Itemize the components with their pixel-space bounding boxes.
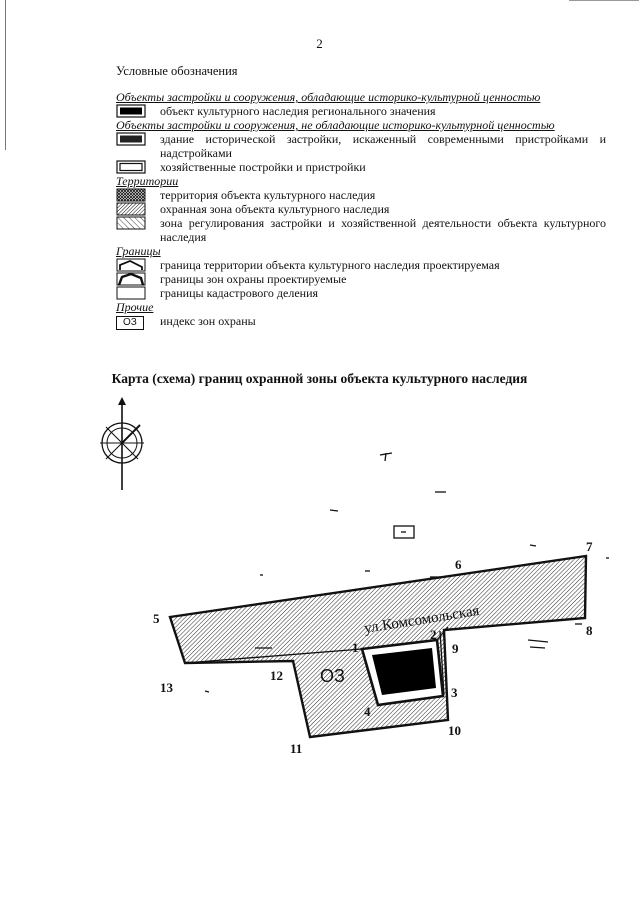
compass-rose-icon xyxy=(100,397,144,490)
point-label-9: 9 xyxy=(452,641,459,656)
point-label-7: 7 xyxy=(586,539,593,554)
dense-hatch-symbol xyxy=(116,202,146,216)
legend-text-regional-object: объект культурного наследия региональног… xyxy=(160,104,436,118)
legend-row-cadastral: границы кадастрового деления xyxy=(116,286,606,300)
point-label-12: 12 xyxy=(270,668,283,683)
legend-row-zone-index: ОЗ индекс зон охраны xyxy=(116,314,606,330)
legend-section-territories: Территории xyxy=(116,174,179,188)
point-label-3: 3 xyxy=(451,685,458,700)
sparse-hatch-symbol xyxy=(116,216,146,230)
territory-border-symbol xyxy=(116,258,146,272)
legend-title: Условные обозначения xyxy=(116,64,238,78)
zone-border-symbol xyxy=(116,272,146,286)
point-label-8: 8 xyxy=(586,623,593,638)
legend-row-regulation-zone: зона регулирования застройки и хозяйстве… xyxy=(116,216,606,244)
legend-text-protection-zone: охранная зона объекта культурного наслед… xyxy=(160,202,390,216)
map-area: ул.Комсомольская ОЗ 1 2 3 4 5 6 7 8 9 10… xyxy=(0,395,639,775)
legend-text-zone-index: индекс зон охраны xyxy=(160,314,256,328)
legend-text-cadastral: границы кадастрового деления xyxy=(160,286,319,300)
point-label-10: 10 xyxy=(448,723,461,738)
point-label-2: 2 xyxy=(430,627,437,642)
corner-scan-line xyxy=(569,0,639,1)
legend-row-protection-zone: охранная зона объекта культурного наслед… xyxy=(116,202,606,216)
map-canvas: ул.Комсомольская ОЗ 1 2 3 4 5 6 7 8 9 10… xyxy=(100,397,609,756)
legend-row-zone-borders: границы зон охраны проектируемые xyxy=(116,272,606,286)
point-label-1: 1 xyxy=(352,640,359,655)
map-title: Карта (схема) границ охранной зоны объек… xyxy=(111,371,528,386)
legend-text-zone-borders: границы зон охраны проектируемые xyxy=(160,272,347,286)
legend-row-territory-border: граница территории объекта культурного н… xyxy=(116,258,606,272)
legend: Условные обозначения Объекты застройки и… xyxy=(116,64,606,330)
legend-row-object-territory: территория объекта культурного наследия xyxy=(116,188,606,202)
zone-index-symbol: ОЗ xyxy=(116,314,146,330)
legend-section-valuable: Объекты застройки и сооружения, обладающ… xyxy=(116,90,541,104)
legend-text-territory-border: граница территории объекта культурного н… xyxy=(160,258,500,272)
legend-section-non-valuable: Объекты застройки и сооружения, не облад… xyxy=(116,118,555,132)
legend-text-outbuildings: хозяйственные постройки и пристройки xyxy=(160,160,366,174)
legend-row-distorted-building: здание исторической застройки, искаженны… xyxy=(116,132,606,160)
legend-row-outbuildings: хозяйственные постройки и пристройки xyxy=(116,160,606,174)
legend-section-other: Прочие xyxy=(116,300,154,314)
black-box-symbol xyxy=(116,104,146,118)
point-label-6: 6 xyxy=(455,557,462,572)
point-label-4: 4 xyxy=(364,704,371,719)
crosshatch-symbol xyxy=(116,188,146,202)
point-label-5: 5 xyxy=(153,611,160,626)
point-label-13: 13 xyxy=(160,680,174,695)
dark-box-symbol xyxy=(116,132,146,146)
oz-code-box: ОЗ xyxy=(116,316,144,330)
legend-text-distorted-building: здание исторической застройки, искаженны… xyxy=(160,132,606,160)
legend-row-regional-object: объект культурного наследия региональног… xyxy=(116,104,606,118)
zone-label-oz: ОЗ xyxy=(320,666,345,686)
outline-box-symbol xyxy=(116,160,146,174)
cadastral-border-symbol xyxy=(116,286,146,300)
margin-scan-line xyxy=(5,0,6,150)
cadastral-lines xyxy=(184,626,449,696)
legend-section-borders: Границы xyxy=(116,244,161,258)
cultural-heritage-building xyxy=(372,648,436,695)
legend-text-regulation-zone: зона регулирования застройки и хозяйстве… xyxy=(160,216,606,244)
page-number: 2 xyxy=(316,36,323,51)
legend-text-object-territory: территория объекта культурного наследия xyxy=(160,188,376,202)
point-label-11: 11 xyxy=(290,741,302,756)
